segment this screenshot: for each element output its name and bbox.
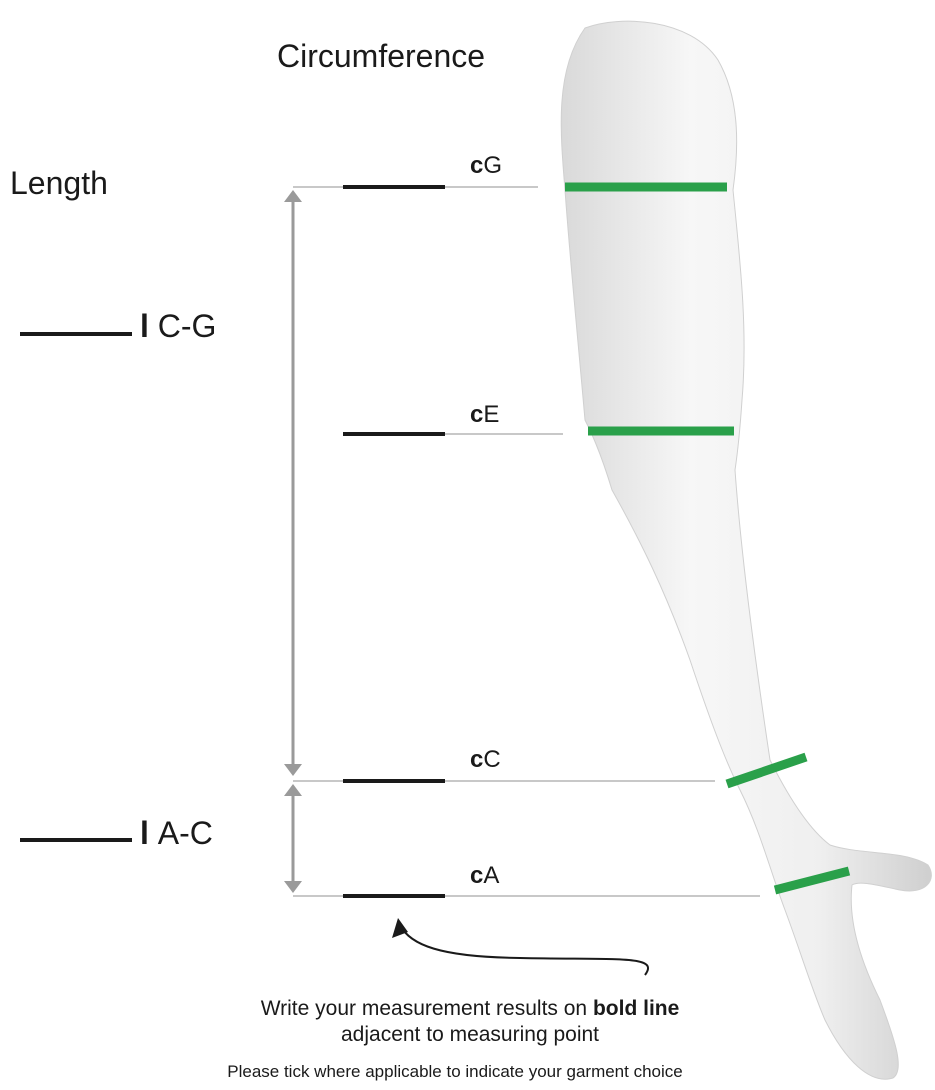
circumference-c-input-line[interactable] [343,779,445,783]
circumference-a-label: cA [470,862,499,890]
circumference-e-label: cE [470,401,499,429]
garment-choice-note: Please tick where applicable to indicate… [110,1062,800,1082]
length-a-c-input-line[interactable] [20,838,132,842]
circumference-c-label: cC [470,746,501,774]
circumference-heading: Circumference [277,38,485,75]
pointer-arrow [400,925,648,975]
circumference-a-input-line[interactable] [343,894,445,898]
length-c-g-label: l C-G [140,308,216,345]
measurement-instruction: Write your measurement results on bold l… [140,996,800,1048]
arm-silhouette [561,21,931,1079]
circumference-g-label: cG [470,152,502,180]
length-c-g-input-line[interactable] [20,332,132,336]
circumference-e-input-line[interactable] [343,432,445,436]
circumference-g-input-line[interactable] [343,185,445,189]
length-a-c-label: l A-C [140,815,213,852]
length-heading: Length [10,165,108,202]
pointer-arrow-head [392,918,408,938]
